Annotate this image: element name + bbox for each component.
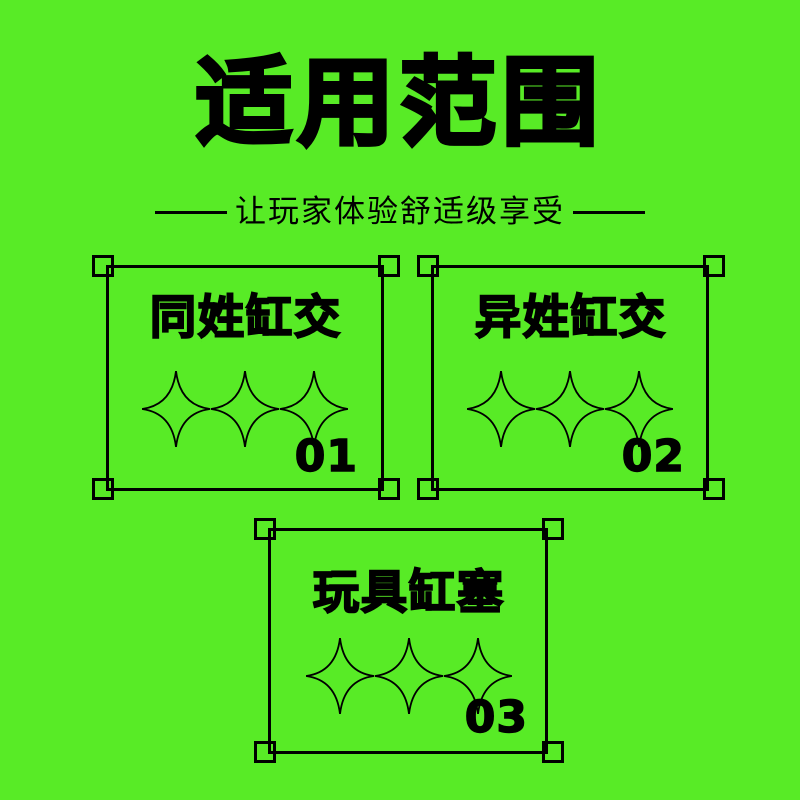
card-label: 玩具缸塞	[312, 564, 505, 620]
scope-card-3: 玩具缸塞 玩具缸塞 03	[254, 518, 564, 763]
square-corner-icon	[254, 741, 276, 763]
four-point-sparkle-icon	[306, 638, 375, 714]
card-label-shadow-clip: 玩具缸塞	[254, 616, 564, 642]
square-corner-icon	[703, 478, 725, 500]
card-label-shadow: 玩具缸塞	[254, 616, 564, 624]
page-title: 适用范围	[194, 45, 604, 161]
card-label-shadow: 同姓缸交	[92, 341, 400, 349]
square-corner-icon	[417, 478, 439, 500]
four-point-sparkle-icon	[467, 371, 536, 447]
card-frame	[106, 265, 384, 491]
square-corner-icon	[417, 255, 439, 277]
sparkle-row	[306, 638, 512, 714]
square-corner-icon	[92, 255, 114, 277]
sparkle-row	[467, 371, 673, 447]
square-corner-icon	[254, 518, 276, 540]
card-label-shadow-clip: 异姓缸交	[417, 341, 725, 367]
card-label: 异姓缸交	[474, 289, 667, 345]
square-corner-icon	[92, 478, 114, 500]
subtitle-row: 让玩家体验舒适级享受	[0, 190, 800, 234]
card-number: 02	[621, 430, 685, 483]
square-corner-icon	[378, 478, 400, 500]
square-corner-icon	[542, 518, 564, 540]
four-point-sparkle-icon	[210, 371, 280, 447]
square-corner-icon	[378, 255, 400, 277]
card-frame	[268, 528, 548, 754]
card-label: 同姓缸交	[149, 289, 342, 345]
scope-card-1: 同姓缸交 同姓缸交 01	[92, 255, 400, 500]
four-point-sparkle-icon	[279, 371, 348, 447]
square-corner-icon	[542, 741, 564, 763]
square-corner-icon	[703, 255, 725, 277]
four-point-sparkle-icon	[443, 638, 512, 714]
card-label-shadow: 异姓缸交	[417, 341, 725, 349]
subtitle-right-dash	[573, 210, 645, 214]
four-point-sparkle-icon	[535, 371, 605, 447]
subtitle-left-dash	[155, 210, 227, 214]
scope-card-2: 异姓缸交 异姓缸交 02	[417, 255, 725, 500]
card-number: 01	[294, 430, 358, 483]
four-point-sparkle-icon	[374, 638, 444, 714]
four-point-sparkle-icon	[604, 371, 673, 447]
sparkle-row	[142, 371, 348, 447]
subtitle: 让玩家体验舒适级享受	[235, 194, 565, 230]
four-point-sparkle-icon	[142, 371, 211, 447]
card-number: 03	[464, 691, 528, 744]
card-frame	[431, 265, 709, 491]
card-label-shadow-clip: 同姓缸交	[92, 341, 400, 367]
